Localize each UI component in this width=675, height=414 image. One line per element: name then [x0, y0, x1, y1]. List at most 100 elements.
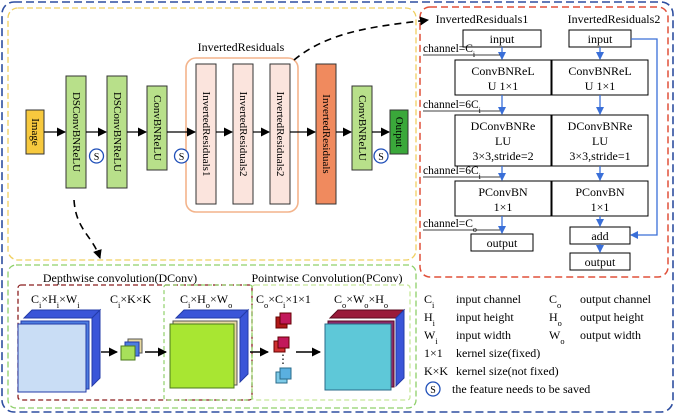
pipeline-block-3: ConvBNReLU [146, 85, 168, 171]
save-marker: S [173, 148, 190, 164]
pipeline-block-7: InvertedResiduals [315, 63, 337, 205]
pipeline-block-6: InvertedResiduals2 [269, 63, 291, 205]
ir2-input-label: input [588, 32, 613, 46]
pipeline-block-label: InvertedResiduals [320, 94, 332, 173]
ir1-node1-line1: ConvBNReL [471, 64, 534, 78]
save-symbol: S [378, 152, 384, 163]
dconv-output-shape: Ci×Ho×Wo [180, 292, 232, 310]
ir1-pconvbn [454, 180, 552, 217]
ir2-convbnrelu [551, 59, 649, 96]
legend-text: output height [580, 310, 644, 324]
legend-symbol: Wi [424, 328, 438, 346]
pipeline-block-label: DSConvBNReLU [111, 92, 123, 172]
channel-labels: channel=Cichannel=6Cichannel=6Cichannel=… [423, 43, 500, 234]
shape-labels: Ci×Hi×Wi Ci×K×K Ci×Ho×Wo Co×Ci×1×1 Co×Wo×Ho [31, 292, 388, 310]
ir1-title: InvertedResiduals1 [436, 12, 529, 26]
channel-label: channel=6Ci [423, 99, 482, 115]
save-marker: S [373, 148, 389, 164]
group-title: InvertedResiduals [198, 40, 285, 54]
legend-k1: 1×1 [424, 346, 443, 360]
network-frame [7, 7, 417, 261]
conv-detail-frame [7, 264, 417, 409]
pipeline-block-9: Output [389, 109, 409, 155]
pipeline-block-label: Output [393, 117, 405, 148]
ir2-title: InvertedResiduals2 [568, 12, 661, 26]
legend-symbol: Co [549, 292, 561, 310]
dconv-input-shape: Ci×Hi×Wi [31, 292, 80, 310]
ir1-node1-line2: U 1×1 [488, 79, 518, 93]
dsconv-to-detail-arrow [73, 199, 102, 259]
legend-symbol: Hi [424, 310, 436, 328]
dconv-kernel-shape: Ci×K×K [110, 292, 152, 310]
dconv-kernel [120, 338, 143, 361]
pipeline-block-label: Image [29, 118, 41, 146]
ir-detail-frame [419, 6, 669, 278]
ir1-node3-line2: 1×1 [494, 200, 513, 214]
ir2-node1-line1: ConvBNReL [568, 64, 631, 78]
pconv-output-shape: Co×Wo×Ho [334, 292, 388, 310]
ir2-node2-line2: LU [592, 134, 608, 148]
ir2-output-label: output [585, 255, 616, 269]
inverted-residuals-group [185, 57, 299, 213]
pconv-kernels: ⋮ [273, 312, 292, 384]
pipeline-block-5: InvertedResiduals2 [232, 63, 254, 205]
pconv-output-tensor [324, 308, 406, 391]
legend-save-icon: S [425, 381, 441, 397]
pipeline-block-label: InvertedResiduals2 [237, 92, 249, 177]
legend-text: output width [580, 328, 641, 342]
save-marker: S [88, 148, 105, 164]
legend-text: input channel [456, 292, 522, 306]
pipeline-block-label: ConvBNReLU [356, 95, 368, 161]
ir2-pconvbn [551, 180, 649, 217]
channel-label: channel=Ci [423, 43, 476, 59]
legend-save-text: the feature needs to be saved [452, 382, 590, 396]
legend-symbol: Wo [549, 328, 565, 346]
pconv-kernel-shape: Co×Ci×1×1 [256, 292, 311, 310]
legend-text: input width [456, 328, 511, 342]
pipeline-block-label: InvertedResiduals1 [200, 92, 212, 177]
svg-text:⋮: ⋮ [277, 352, 289, 366]
ir1-output-label: output [487, 236, 518, 250]
pipeline-block-2: DSConvBNReLU [106, 75, 128, 189]
pipeline-block-1: DSConvBNReLU [65, 75, 87, 189]
pipeline-block-4: InvertedResiduals1 [195, 63, 217, 205]
dconv-output-tensor [169, 308, 250, 389]
dconv-output-frame [163, 284, 253, 401]
pipeline-blocks: Image DSConvBNReLU DSConvBNReLU ConvBNReLU I… [25, 63, 409, 205]
pipeline-block-label: InvertedResiduals2 [274, 92, 286, 177]
ir1-node2-line2: LU [495, 134, 511, 148]
ir2-dconvbnrelu [551, 114, 649, 167]
pconv-title: Pointwise Convolution(PConv) [251, 271, 402, 285]
ir1-node2-line1: DConvBNRe [471, 119, 536, 133]
pipeline-block-label: ConvBNReLU [151, 95, 163, 161]
ir2-arrows [596, 38, 658, 253]
ir1-input-label: input [490, 32, 515, 46]
ir2-node2-line3: 3×3,stride=1 [569, 149, 630, 163]
group-to-detail-arrow [293, 16, 429, 61]
ir2-node3-line1: PConvBN [575, 185, 625, 199]
legend-kk-text: kernel size(not fixed) [456, 364, 559, 378]
legend-k1-text: kernel size(fixed) [456, 346, 540, 360]
ir1-node3-line1: PConvBN [478, 185, 528, 199]
ir2-node1-line2: U 1×1 [585, 79, 615, 93]
legend-symbol: Ci [424, 292, 435, 310]
pipeline-block-8: ConvBNReLU [351, 85, 373, 171]
save-symbol: S [179, 152, 185, 163]
ir2-add-label: add [591, 229, 608, 243]
ir1-output [470, 233, 534, 252]
ir2-node2-line1: DConvBNRe [568, 119, 633, 133]
ir2-output [569, 252, 631, 271]
ir1-convbnrelu [454, 59, 552, 96]
dconv-title: Depthwise convolution(DConv) [43, 271, 197, 285]
save-symbol: S [94, 152, 100, 163]
legend-kk: K×K [424, 364, 448, 378]
ir1-node2-line3: 3×3,stride=2 [472, 149, 533, 163]
legend-symbol: Ho [549, 310, 562, 328]
ir2-node3-line2: 1×1 [591, 200, 610, 214]
svg-text:S: S [430, 385, 436, 396]
pipeline-block-label: DSConvBNReLU [70, 92, 82, 172]
